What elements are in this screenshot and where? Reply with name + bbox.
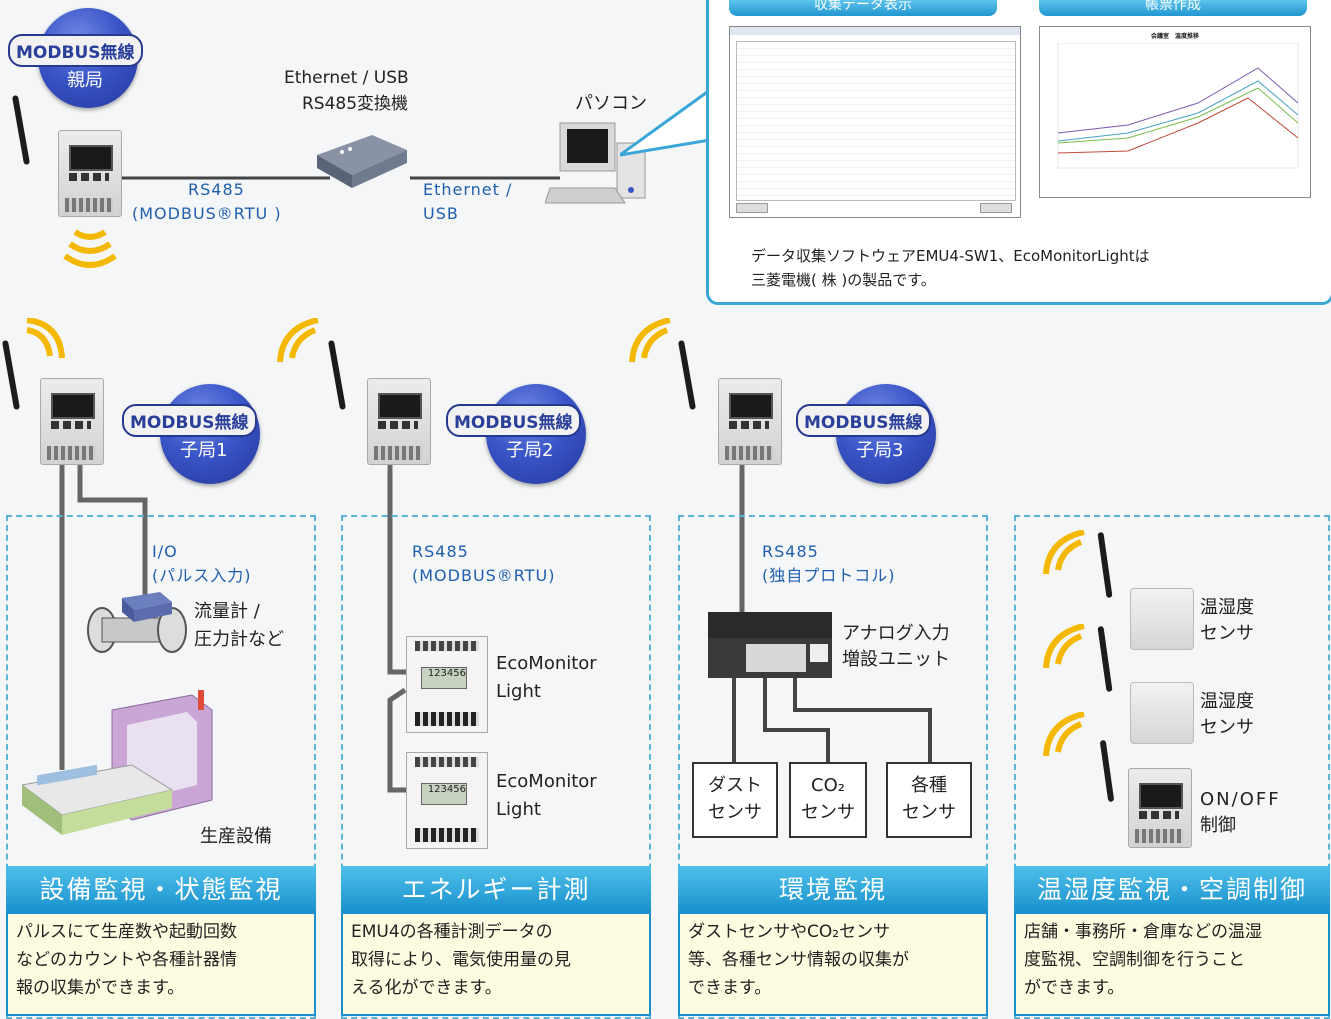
slave1-wireless-icon	[26, 318, 65, 359]
report-chart	[1057, 43, 1299, 169]
ecomonitor1-label-1: EcoMonitor	[496, 653, 597, 674]
slave1-badge-tag: MODBUS無線	[122, 404, 257, 437]
p2-protocol-label: (MODBUS®RTU)	[412, 566, 556, 585]
data-table-screenshot	[729, 26, 1021, 218]
panel4-title: 温湿度監視・空調制御	[1014, 866, 1330, 914]
master-badge-tag: MODBUS無線	[8, 34, 143, 67]
p3-rs485-label: RS485	[762, 542, 819, 561]
other-sensor-box: 各種センサ	[886, 762, 972, 838]
slave1-badge-sub: 子局1	[180, 440, 228, 461]
slave1-device	[40, 378, 104, 465]
converter-label-2: RS485変換機	[302, 94, 409, 114]
pulse-input-label: (パルス入力)	[152, 566, 252, 585]
onoff-label-2: 制御	[1200, 815, 1236, 836]
slave3-badge-tag: MODBUS無線	[796, 404, 931, 437]
onoff-control-device	[1128, 768, 1192, 848]
slave2-badge-tag: MODBUS無線	[446, 404, 581, 437]
p2-rs485-label: RS485	[412, 542, 469, 561]
th-sensor2-label-1: 温湿度	[1200, 691, 1254, 712]
dust-sensor-box: ダストセンサ	[692, 762, 778, 838]
slave3-device	[718, 378, 782, 465]
callout-note-1: データ収集ソフトウェアEMU4-SW1、EcoMonitorLightは	[751, 247, 1150, 265]
th-sensor1-label-2: センサ	[1200, 623, 1254, 644]
master-badge-sub: 親局	[67, 70, 103, 91]
panel1-description: パルスにて生産数や起動回数などのカウントや各種計器情報の収集ができます。	[6, 914, 316, 1016]
th-sensor2-wireless-icon	[1043, 624, 1085, 669]
panel4-description: 店舗・事務所・倉庫などの温湿度監視、空調制御を行うことができます。	[1014, 914, 1330, 1016]
callout-note-2: 三菱電機( 株 )の製品です。	[751, 271, 936, 289]
th-sensor1-wireless-icon	[1043, 530, 1085, 575]
analog-unit-label-2: 増設ユニット	[842, 649, 950, 670]
th-sensor1-label-1: 温湿度	[1200, 597, 1254, 618]
p3-protocol-label: (独自プロトコル)	[762, 566, 896, 585]
flow-meter-label-2: 圧力計など	[194, 629, 284, 650]
ecomonitor-light-2: 123456	[406, 752, 488, 849]
slave3-badge-sub: 子局3	[856, 440, 904, 461]
ecomonitor1-label-2: Light	[496, 681, 541, 702]
master-device	[58, 130, 122, 217]
onoff-label-1: ON/OFF	[1200, 789, 1281, 810]
panel1-title: 設備監視・状態監視	[6, 866, 316, 914]
slave2-device	[367, 378, 431, 465]
slave2-wireless-icon	[629, 318, 671, 363]
tab-report: 帳票作成	[1039, 0, 1307, 16]
slave1-side-wireless-icon	[277, 318, 319, 363]
analog-unit-label-1: アナログ入力	[842, 623, 950, 644]
callout-pointer	[620, 90, 712, 157]
panel2-title: エネルギー計測	[341, 866, 651, 914]
usb-label: USB	[423, 204, 459, 223]
slave2-badge-sub: 子局2	[506, 440, 554, 461]
panel3-title: 環境監視	[678, 866, 988, 914]
th-sensor2-label-2: センサ	[1200, 717, 1254, 738]
report-chart-title: 会議室 温度推移	[1150, 33, 1199, 40]
flow-meter-icon	[87, 592, 187, 653]
rs485-label: RS485	[188, 180, 245, 199]
panel3-description: ダストセンサやCO₂センサ等、各種センサ情報の収集ができます。	[678, 914, 988, 1016]
onoff-wireless-icon	[1043, 712, 1085, 757]
facility-label: 生産設備	[200, 826, 272, 847]
panel2-description: EMU4の各種計測データの取得により、電気使用量の見える化ができます。	[341, 914, 651, 1016]
converter-label-1: Ethernet / USB	[284, 68, 409, 88]
flow-meter-label-1: 流量計 /	[194, 601, 260, 622]
master-wireless-icon	[63, 229, 117, 268]
io-label: I/O	[152, 542, 178, 561]
tab-data-display: 収集データ表示	[729, 0, 997, 16]
report-chart-screenshot: 会議室 温度推移	[1039, 26, 1311, 198]
ecomonitor2-label-1: EcoMonitor	[496, 771, 597, 792]
pc-label: パソコン	[575, 93, 647, 114]
ecomonitor2-label-2: Light	[496, 799, 541, 820]
th-sensor-2	[1130, 682, 1194, 744]
converter-device	[317, 135, 407, 188]
ecomonitor-light-1: 123456	[406, 636, 488, 733]
analog-input-unit-icon	[708, 612, 832, 678]
ethernet-label: Ethernet /	[423, 180, 513, 199]
rs485-protocol-label: (MODBUS®RTU )	[132, 204, 282, 223]
production-equipment-icon	[22, 690, 213, 835]
software-callout: 収集データ表示 帳票作成 会議室 温度推移 データ収集ソフトウェアEMU4-SW…	[706, 0, 1331, 305]
th-sensor-1	[1130, 588, 1194, 650]
